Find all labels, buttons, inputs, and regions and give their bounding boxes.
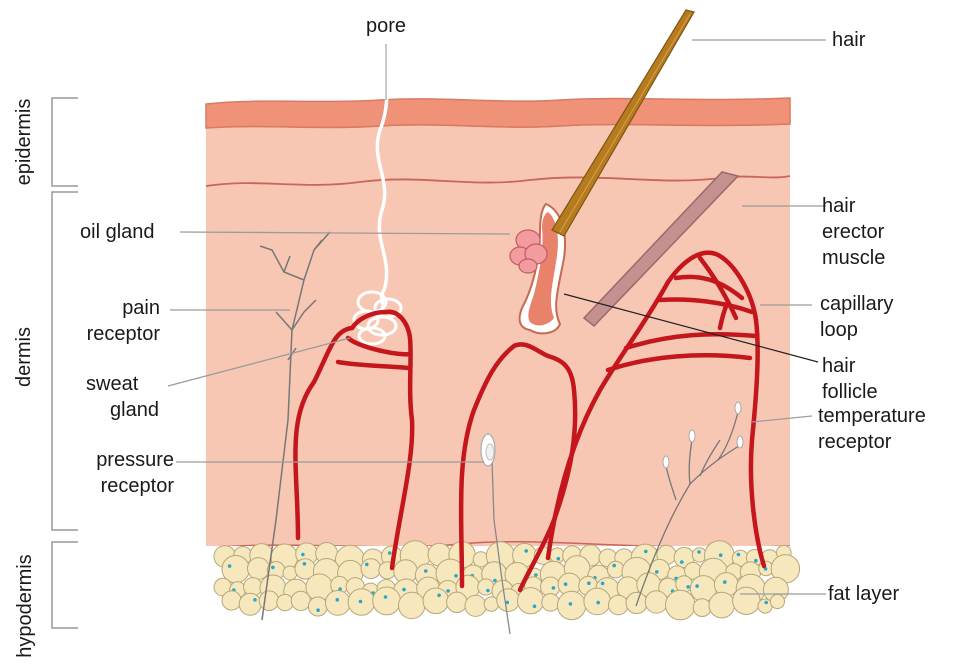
label-temperature-receptor-line2: receptor [818,430,891,454]
fat-cell-nucleus [644,550,648,554]
fat-cell [465,595,486,616]
fat-cell-nucleus [384,595,388,599]
fat-cell-nucleus [365,563,369,567]
fat-cell-nucleus [454,574,458,578]
fat-cell-nucleus [271,566,275,570]
fat-cell [609,595,629,615]
fat-cell [542,594,560,612]
fat-cell-nucleus [569,602,573,606]
fat-cells-group [214,541,800,620]
fat-cell [693,599,711,617]
fat-cell [666,590,696,620]
fat-cell [222,591,241,610]
fat-cell-nucleus [723,580,727,584]
fat-cell-nucleus [388,551,392,555]
fat-cell-nucleus [228,564,232,568]
label-hair-follicle-line2: follicle [822,380,878,404]
fat-cell-nucleus [655,570,659,574]
label-hair-erector-line3: muscle [822,246,885,270]
epidermis-layer [206,98,790,128]
fat-cell-nucleus [764,601,768,605]
label-dermis: dermis [13,317,37,397]
fat-cell-nucleus [359,600,363,604]
fat-cell [325,591,350,616]
label-capillary-loop-line1: capillary [820,292,893,316]
label-hair-erector-line1: hair [822,194,855,218]
label-sweat-gland-line1: sweat [86,372,138,396]
label-pain-receptor-line2: receptor [60,322,160,346]
fat-cell [645,591,667,613]
fat-cell-nucleus [680,560,684,564]
fat-cell [770,594,784,608]
fat-cell [478,579,494,595]
fat-cell [361,559,381,579]
fat-cell [733,587,760,614]
fat-cell [399,592,425,618]
fat-cell [447,592,467,612]
fat-cell [308,597,327,616]
label-oil-gland: oil gland [80,220,155,244]
fat-cell [709,592,735,618]
fat-cell-nucleus [686,585,690,589]
label-pressure-receptor-line1: pressure [60,448,174,472]
label-hair-follicle-line1: hair [822,354,855,378]
fat-cell-nucleus [486,589,490,593]
fat-cell [259,591,279,611]
fat-cell [676,576,693,593]
label-fat-layer: fat layer [828,582,899,606]
fat-cell-nucleus [253,598,257,602]
fat-cell-nucleus [737,553,741,557]
fat-cell-nucleus [493,579,497,583]
fat-cell-nucleus [524,549,528,553]
label-hair-erector-line2: erector [822,220,884,244]
fat-cell-nucleus [695,584,699,588]
fat-cell-nucleus [402,588,406,592]
fat-cell-nucleus [424,569,428,573]
fat-cell [291,591,310,610]
label-pore: pore [356,14,416,38]
label-capillary-loop-line2: loop [820,318,858,342]
label-sweat-gland-line2: gland [110,398,159,422]
fat-cell-nucleus [601,582,605,586]
fat-cell-nucleus [719,553,723,557]
label-pain-receptor-line1: pain [60,296,160,320]
fat-cell [423,588,449,614]
fat-cell-nucleus [437,594,441,598]
fat-cell-nucleus [557,557,561,561]
fat-cell-nucleus [552,586,556,590]
fat-cell-nucleus [587,581,591,585]
label-hypodermis: hypodermis [14,546,38,666]
layer-brackets [52,98,78,628]
label-temperature-receptor-line1: temperature [818,404,926,428]
label-hair: hair [832,28,865,52]
fat-cell [248,558,270,580]
fat-cell [373,587,401,615]
fat-cell [239,593,261,615]
fat-cell [277,594,293,610]
fat-cell [607,561,624,578]
fat-cell-nucleus [612,564,616,568]
fat-cell-nucleus [533,605,537,609]
fat-cell-nucleus [596,601,600,605]
fat-cell-nucleus [316,608,320,612]
fat-cell-nucleus [564,582,568,586]
label-pressure-receptor-line2: receptor [60,474,174,498]
fat-cell-nucleus [534,573,538,577]
label-epidermis: epidermis [13,92,37,192]
fat-cell [497,589,520,612]
fat-cell-nucleus [303,562,307,566]
fat-cell-nucleus [446,589,450,593]
fat-cell-nucleus [754,559,758,563]
fat-cell-nucleus [301,553,305,557]
fat-cell-nucleus [336,598,340,602]
fat-cell-nucleus [697,550,701,554]
fat-cell [557,591,585,619]
